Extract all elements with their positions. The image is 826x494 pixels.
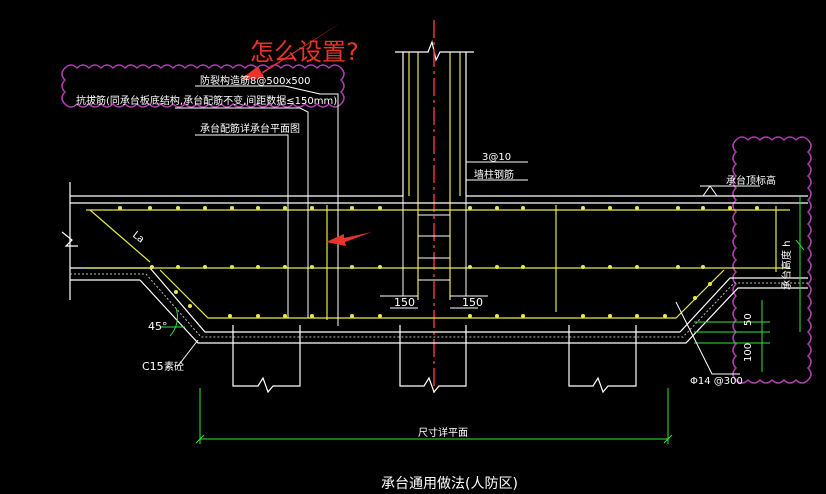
red-arrows [240, 22, 372, 246]
drawing-title: 承台通用做法(人防区) [381, 476, 518, 492]
reinforcement [86, 205, 790, 320]
leader-lines [175, 85, 760, 326]
dim-150-right: 150 [462, 296, 483, 309]
dim-50-label: 50 [743, 313, 754, 326]
top-bar-note: 抗拔筋(同承台板底结构,承台配筋不变,间距数据≤150mm) [76, 94, 337, 107]
bottom-dimension [195, 388, 673, 444]
revision-cloud-left [61, 64, 345, 108]
column-stirrups [418, 214, 450, 281]
angle-45-label: 45° [148, 320, 168, 333]
bottom-bar-leader [675, 301, 740, 375]
question-text: 怎么设置? [250, 38, 359, 66]
column-bar-label: 墙柱钢筋 [474, 168, 514, 181]
cap-outline [61, 182, 808, 344]
slab-plan-label: 承台配筋详承台平面图 [200, 122, 300, 135]
wall-column [70, 39, 808, 300]
right-dimensions [694, 196, 805, 372]
c15-label: C15 [142, 360, 164, 373]
main-dimension-label: 尺寸详平面 [418, 426, 468, 439]
cap-height-label: 承台高度 h [780, 240, 793, 290]
c15-note: 素砼 [164, 360, 184, 373]
bottom-bar-label: Φ14 @300 [690, 376, 743, 387]
angle-arc [169, 307, 178, 337]
dim-100-label: 100 [743, 343, 754, 362]
rebar-dots [118, 206, 759, 318]
revision-cloud-right [732, 136, 812, 384]
stirrup-label: 3@10 [482, 152, 511, 163]
piles [232, 325, 637, 394]
anti-crack-label: 防裂构造筋8@500x500 [200, 74, 310, 87]
c15-leader [177, 339, 199, 367]
la-label: La [130, 230, 146, 246]
dim-150-left: 150 [394, 296, 415, 309]
c15-layer [70, 273, 808, 338]
cap-top-elev-label: 承台顶标高 [726, 174, 776, 187]
